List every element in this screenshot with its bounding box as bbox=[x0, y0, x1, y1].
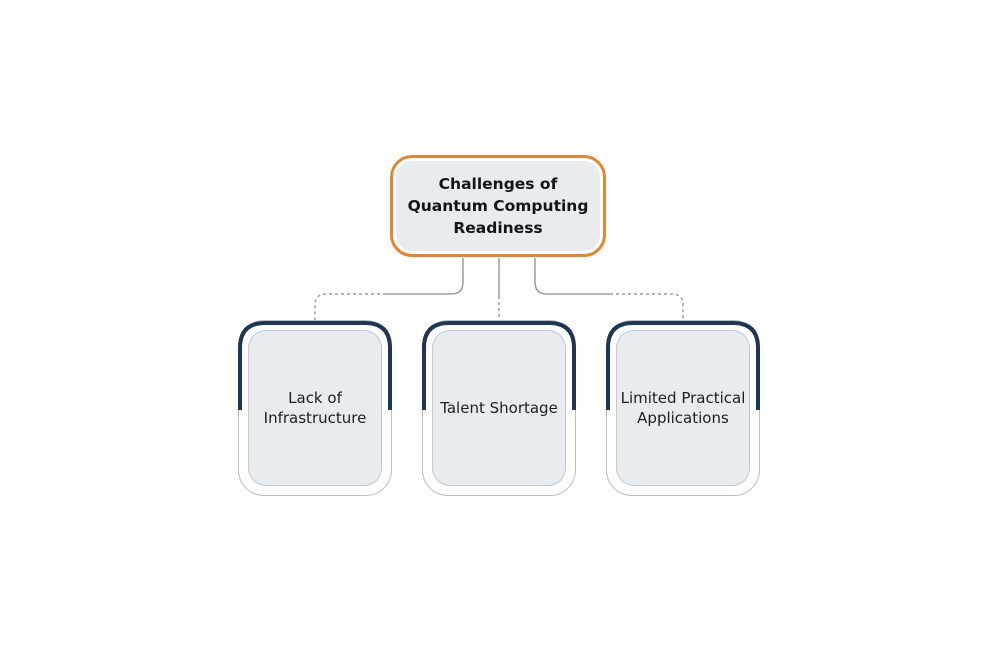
card-lack-of-infrastructure: Lack of Infrastructure bbox=[238, 320, 392, 496]
card-label: Limited Practical Applications bbox=[620, 389, 746, 427]
root-node: Challenges of Quantum Computing Readines… bbox=[390, 155, 606, 257]
connector-left-dashed bbox=[314, 293, 386, 330]
card-inner: Talent Shortage bbox=[432, 330, 566, 486]
connector-right-solid bbox=[534, 258, 610, 295]
card-label: Talent Shortage bbox=[440, 399, 558, 417]
card-limited-practical-applications: Limited Practical Applications bbox=[606, 320, 760, 496]
card-inner: Limited Practical Applications bbox=[616, 330, 750, 486]
root-title: Challenges of Quantum Computing Readines… bbox=[407, 175, 589, 237]
connector-right-dashed bbox=[610, 293, 684, 330]
card-label: Lack of Infrastructure bbox=[263, 389, 367, 427]
card-inner: Lack of Infrastructure bbox=[248, 330, 382, 486]
card-talent-shortage: Talent Shortage bbox=[422, 320, 576, 496]
connector-left-solid bbox=[386, 258, 464, 295]
